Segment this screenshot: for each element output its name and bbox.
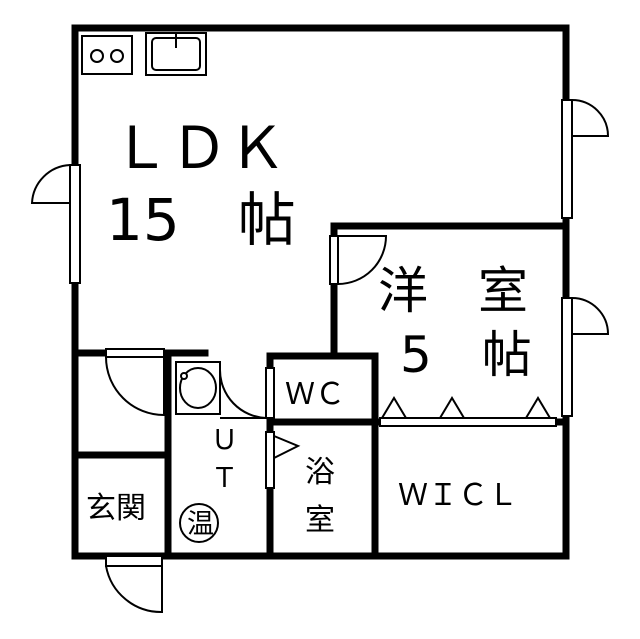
ldk-label: ＬＤＫ <box>112 114 286 182</box>
closet-doors <box>379 396 557 427</box>
washbasin <box>175 361 221 415</box>
water-heater-label: 温 <box>187 509 214 540</box>
kitchen-stove <box>81 35 133 75</box>
western-label: 洋 室 <box>378 262 528 320</box>
water-heater-icon <box>179 503 219 543</box>
ldk-size: 15 帖 <box>106 186 296 254</box>
wc-label: ＷＣ <box>285 377 345 412</box>
door-bath <box>265 431 301 489</box>
door-western <box>329 235 388 285</box>
door-ut <box>218 367 275 419</box>
ut-label-2: Ｔ <box>211 463 238 494</box>
door-storage <box>105 348 165 417</box>
wicl-label: ＷＩＣＬ <box>398 478 518 513</box>
bath-label-2: 室 <box>305 503 335 538</box>
window-right-western <box>561 297 610 417</box>
genkan-label: 玄関 <box>86 491 146 526</box>
ut-label-1: Ｕ <box>211 425 238 456</box>
door-entrance <box>105 555 163 614</box>
window-right-ldk <box>561 99 610 219</box>
western-size: 5 帖 <box>400 326 532 384</box>
kitchen-sink <box>145 32 207 76</box>
window-left-ldk <box>30 164 81 284</box>
bath-label-1: 浴 <box>305 455 335 490</box>
